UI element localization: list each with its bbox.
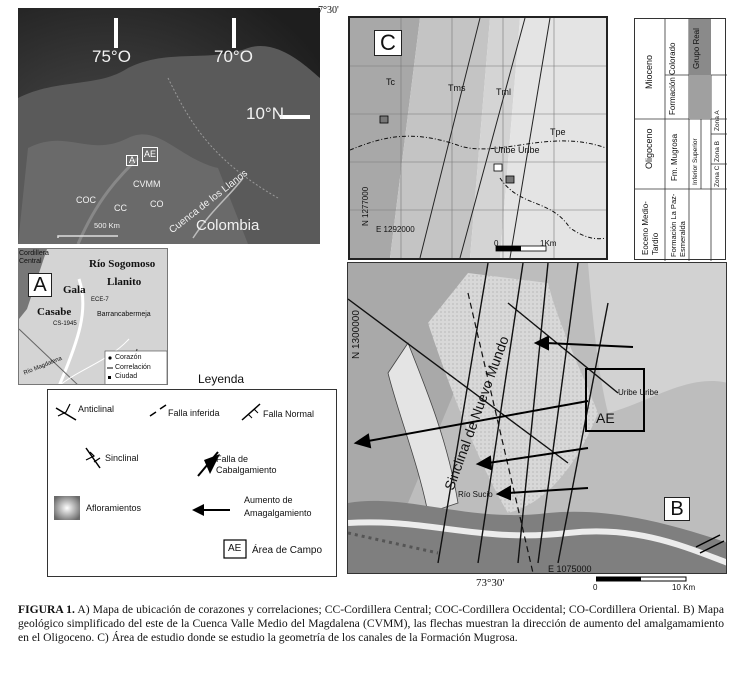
lat-10-label: 10°N	[246, 104, 284, 123]
lon-70-label: 70°O	[214, 47, 253, 66]
casabe-label: Casabe	[37, 306, 72, 318]
strat-grupo-real: Grupo Real	[692, 28, 701, 69]
map-c-easting: E 1292000	[376, 225, 415, 234]
geologic-map-b: N 1300000 Sinclinal de Nuevo Mundo Uribe…	[347, 262, 727, 574]
legend-title: Leyenda	[198, 372, 245, 386]
legend-ae-box-label: AE	[228, 543, 242, 554]
cs1945-label: CS-1945	[53, 321, 77, 327]
legend-falla-inferida: Falla inferida	[168, 408, 220, 418]
unit-tpe-label: Tpe	[550, 127, 566, 137]
map-b-northing: N 1300000	[351, 310, 362, 359]
legend-box: Anticlinal Falla inferida Falla Normal S…	[47, 389, 337, 577]
barrancabermeja-label: Barrancabermeja	[97, 311, 151, 318]
stratigraphic-column: Mioceno Grupo Real Oligoceno Formación C…	[634, 18, 727, 261]
co-label: CO	[150, 199, 164, 209]
coc-label: COC	[76, 195, 96, 205]
map-b-easting: E 1075000	[548, 564, 592, 574]
map-c-scale-end: 1Km	[540, 239, 557, 248]
llanito-label: Llanito	[107, 276, 142, 288]
map-b-longitude: 73°30'	[476, 577, 505, 589]
unit-tc-label: Tc	[386, 77, 395, 87]
map-b-uribe-label: Uribe Uribe	[618, 388, 659, 397]
legend-symbols	[54, 403, 261, 559]
map-b-ae-label: AE	[596, 410, 615, 426]
map-c-uribe-label: Uribe Uribe	[494, 145, 540, 155]
caption-text: A) Mapa de ubicación de corazones y corr…	[18, 603, 724, 644]
key-correlacion: Correlación	[115, 364, 151, 371]
legend-area-campo: Área de Campo	[252, 545, 323, 556]
inset-a-map: A Cordillera Central Río Sogomoso Llanit…	[18, 248, 168, 385]
rio-sogomoso-label: Río Sogomoso	[89, 258, 156, 270]
map-c-corner-coord: 7°30'	[318, 5, 339, 16]
strat-fm-mugrosa: Fm. Mugrosa	[670, 133, 679, 181]
legend-anticlinal: Anticlinal	[78, 404, 115, 414]
strat-formacion-lapaz: Formación La Paz-Esmeralda	[669, 193, 687, 257]
map-c-northing: N 1277000	[361, 186, 370, 226]
cvmm-label: CVMM	[133, 179, 161, 189]
map-b-graphic	[348, 263, 726, 573]
ece7-label: ECE-7	[91, 297, 109, 303]
study-area-map-c: C Tc Tms Tml Tpe Uribe Uribe N 1277000 E…	[348, 16, 608, 260]
colombia-label: Colombia	[196, 217, 260, 234]
figure-caption: FIGURA 1. A) Mapa de ubicación de corazo…	[18, 603, 724, 645]
key-ciudad: Ciudad	[115, 373, 138, 380]
legend-aumento-amalgamamiento: Aumento de Amagalgamiento	[244, 495, 312, 518]
unit-tms-label: Tms	[448, 83, 466, 93]
strat-formacion-colorado: Formación Colorado	[668, 42, 677, 115]
strat-grid	[635, 19, 727, 261]
unit-tml-label: Tml	[496, 87, 511, 97]
strat-eoceno: Eoceno Medio-Tardío	[641, 201, 660, 255]
map-b-scale-start: 0	[593, 583, 598, 592]
caption-label: FIGURA 1.	[18, 603, 75, 616]
map-c-graphic	[350, 18, 606, 258]
strat-zona-a: Zona A	[714, 110, 721, 131]
legend-afloramientos: Afloramientos	[86, 503, 142, 513]
cc-label: CC	[114, 203, 127, 213]
box-ae-marker: AE	[142, 147, 159, 162]
key-corazon: Corazón	[115, 354, 142, 361]
map-b-letter: B	[664, 497, 690, 521]
cordillera-central-label: Cordillera Central	[19, 250, 49, 265]
scale-bar	[57, 235, 118, 238]
gala-label: Gala	[63, 284, 86, 296]
legend-falla-cabalgamiento: Falla de Cabalgamiento	[216, 454, 277, 475]
lon-75-label: 75°O	[92, 47, 131, 66]
map-b-scale-bar	[596, 576, 687, 582]
strat-inferior-superior: Inferior Superior	[692, 138, 699, 185]
strat-mioceno: Mioceno	[644, 54, 654, 89]
location-map: 75°O 70°O 10°N A AE CVMM COC CC CO Cuenc…	[18, 8, 320, 244]
map-b-scale-end: 10 Km	[672, 583, 696, 592]
box-a-marker: A	[126, 155, 139, 166]
map-c-letter: C	[374, 30, 402, 56]
strat-zona-b: Zona B	[714, 141, 721, 162]
legend-sinclinal: Sinclinal	[105, 453, 139, 463]
strat-zona-c: Zona C	[714, 165, 721, 187]
scale-label: 500 Km	[94, 221, 120, 230]
rio-sucio-label: Río Sucio	[458, 490, 493, 499]
terrain-graphic	[18, 8, 320, 244]
legend-falla-normal: Falla Normal	[263, 409, 315, 419]
inset-a-letter: A	[28, 273, 52, 297]
strat-oligoceno: Oligoceno	[644, 128, 654, 169]
map-c-scale-start: 0	[494, 239, 499, 248]
